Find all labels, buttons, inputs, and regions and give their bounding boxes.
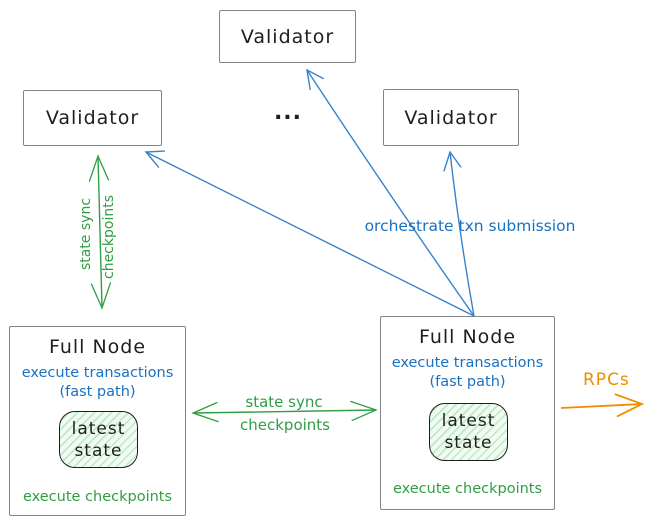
full-node-right-title: Full Node (418, 326, 517, 348)
full-node-right-box: Full Node execute transactions (fast pat… (380, 316, 555, 510)
state-sync-left-label-line1: state sync (78, 197, 94, 271)
validator-left-label: Validator (45, 107, 140, 129)
validator-right-box: Validator (383, 89, 519, 146)
state-sync-middle-label-line1: state sync (245, 393, 323, 411)
latest-state-line1: latest (441, 411, 496, 431)
full-node-right-exec-transactions: execute transactions (391, 355, 544, 371)
latest-state-line1: latest (71, 419, 126, 439)
full-node-left-fast-path: (fast path) (59, 384, 136, 400)
validator-left-box: Validator (23, 90, 162, 146)
latest-state-line2: state (74, 441, 123, 461)
full-node-left-title: Full Node (48, 336, 147, 358)
full-node-left-exec-transactions: execute transactions (21, 365, 174, 381)
latest-state-line2: state (444, 433, 493, 453)
full-node-right-fast-path: (fast path) (429, 374, 506, 390)
validator-top-label: Validator (240, 25, 335, 48)
orchestrate-txn-submission-label: orchestrate txn submission (364, 217, 576, 235)
full-node-left-execute-checkpoints: execute checkpoints (22, 489, 173, 505)
rpcs-label: RPCs (583, 370, 630, 390)
full-node-left-latest-state-box: latest state (59, 411, 138, 468)
state-sync-left-label-line2: checkpoints (101, 195, 117, 279)
validators-ellipsis: ... (273, 100, 303, 125)
rpcs-arrow (560, 404, 642, 408)
state-sync-middle-label-line2: checkpoints (240, 416, 330, 434)
validator-top-box: Validator (219, 10, 356, 63)
full-node-right-execute-checkpoints: execute checkpoints (392, 481, 543, 497)
validator-right-label: Validator (404, 106, 498, 129)
full-node-right-latest-state-box: latest state (429, 403, 508, 461)
full-node-left-box: Full Node execute transactions (fast pat… (9, 326, 186, 516)
